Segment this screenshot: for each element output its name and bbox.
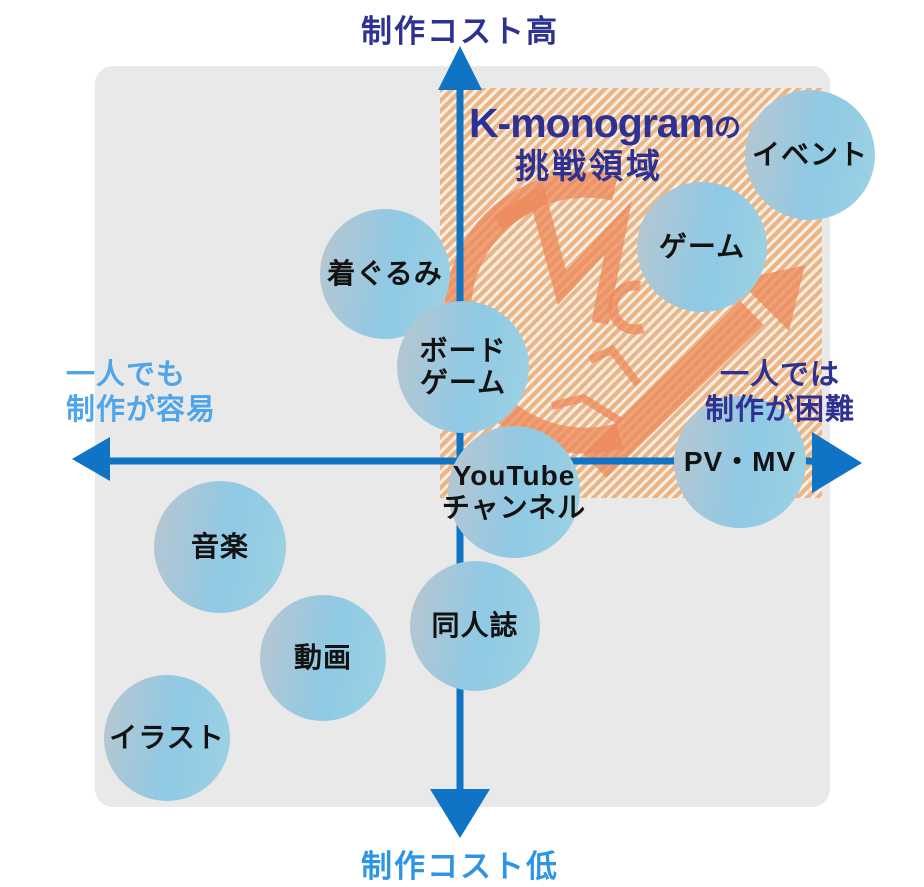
brand-suffix: の [714, 113, 742, 143]
axis-label-easy-alone: 一人でも 制作が容易 [66, 358, 216, 429]
axis-label-cost-low: 制作コスト低 [361, 849, 559, 884]
bubble-video: 動画 [260, 595, 386, 721]
axis-label-hard-alone: 一人では 制作が困難 [665, 358, 895, 429]
bubble-label: YouTube [452, 459, 576, 491]
axis-label-hard-alone-line2: 制作が困難 [704, 394, 855, 427]
bubble-event: イベント [745, 90, 875, 220]
bubble-illustration: イラスト [104, 675, 230, 801]
bubble-kigurumi: 着ぐるみ [320, 209, 450, 339]
bubble-label: 同人誌 [431, 609, 519, 641]
bubble-label: 音楽 [190, 530, 249, 562]
bubble-label: ボード [419, 334, 507, 366]
bubble-music: 音楽 [154, 481, 286, 613]
challenge-title-line2: 挑戦領域 [515, 148, 663, 186]
bubble-label: 着ぐるみ [327, 257, 443, 289]
bubble-game: ゲーム [637, 182, 767, 312]
bubble-label: ゲーム [658, 230, 746, 262]
bubble-label: PV・MV [683, 445, 797, 477]
bubble-board-game: ボードゲーム [397, 301, 529, 433]
brand-name: K-monogram [468, 100, 715, 146]
bubble-label: イラスト [109, 721, 225, 753]
bubble-label: ゲーム [419, 367, 507, 398]
axis-label-hard-alone-line1: 一人では [719, 359, 840, 391]
bubble-label: 動画 [293, 641, 352, 673]
bubble-label: チャンネル [441, 492, 587, 523]
bubble-label: イベント [751, 138, 868, 170]
axis-label-easy-alone-line1: 一人でも [66, 359, 187, 391]
axis-label-easy-alone-line2: 制作が容易 [66, 394, 217, 427]
axis-label-cost-high: 制作コスト高 [361, 14, 559, 49]
bubble-doujinshi: 同人誌 [410, 561, 540, 691]
